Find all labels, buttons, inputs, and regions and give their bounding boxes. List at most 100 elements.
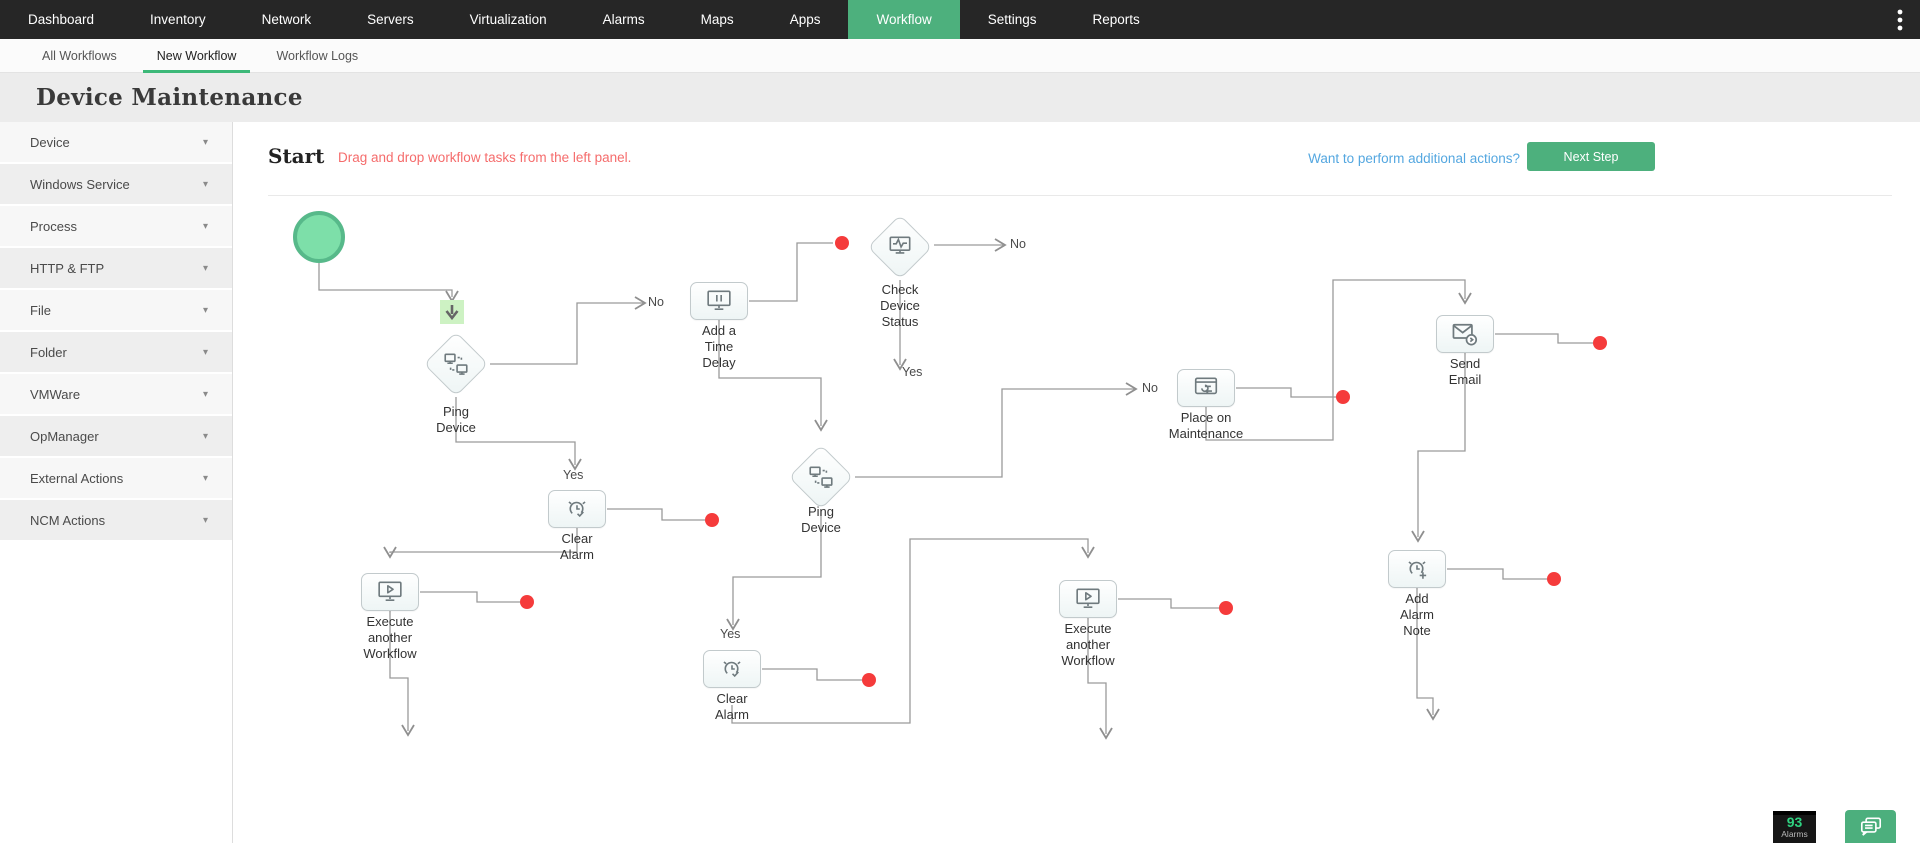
chevron-down-icon[interactable]: ▾ bbox=[202, 472, 208, 484]
title-band: Device Maintenance bbox=[0, 73, 1920, 122]
node-label: Clear Alarm bbox=[715, 691, 749, 722]
sidebar-item-http-ftp[interactable]: HTTP & FTP ▾ bbox=[0, 248, 232, 288]
node-label: Execute another Workflow bbox=[363, 614, 417, 661]
nav-item-reports[interactable]: Reports bbox=[1092, 12, 1140, 27]
device-status-icon bbox=[889, 236, 911, 254]
branch-label-yes: Yes bbox=[902, 365, 923, 379]
top-nav: Dashboard Inventory Network Servers Virt… bbox=[0, 0, 1920, 39]
page-title: Device Maintenance bbox=[36, 84, 303, 111]
nav-item-servers[interactable]: Servers bbox=[367, 12, 414, 27]
chevron-down-icon[interactable]: ▾ bbox=[202, 178, 208, 190]
send-email-icon bbox=[1452, 323, 1478, 346]
sidebar-item-external-actions[interactable]: External Actions ▾ bbox=[0, 458, 232, 498]
drag-drop-hint: Drag and drop workflow tasks from the le… bbox=[338, 150, 632, 165]
chat-icon bbox=[1860, 817, 1881, 836]
nav-item-dashboard[interactable]: Dashboard bbox=[28, 12, 95, 27]
sidebar-item-vmware[interactable]: VMWare ▾ bbox=[0, 374, 232, 414]
alarm-count: 93 bbox=[1786, 814, 1803, 830]
sidebar-item-folder[interactable]: Folder ▾ bbox=[0, 332, 232, 372]
sidebar-item-ncm-actions[interactable]: NCM Actions▾ bbox=[0, 500, 232, 540]
sidebar-item-file[interactable]: File ▾ bbox=[0, 290, 232, 330]
workflow-canvas[interactable]: Start Drag and drop workflow tasks from … bbox=[234, 122, 1920, 843]
node-add-alarm-note[interactable] bbox=[1388, 550, 1446, 588]
sidebar-item-label: Folder bbox=[30, 344, 67, 360]
execute-workflow-icon bbox=[378, 581, 402, 601]
nav-item-inventory[interactable]: Inventory bbox=[150, 12, 206, 27]
chevron-down-icon[interactable]: ▾ bbox=[202, 430, 208, 442]
drop-arrow-icon bbox=[445, 305, 459, 320]
node-ping-device-1[interactable] bbox=[422, 330, 490, 398]
node-label: Execute another Workflow bbox=[1061, 621, 1115, 668]
node-ping-device-2[interactable] bbox=[787, 443, 855, 511]
tab-all-workflows[interactable]: All Workflows bbox=[42, 48, 117, 63]
sidebar-item-label: External Actions bbox=[30, 470, 124, 486]
endpoint-dots[interactable] bbox=[520, 236, 1607, 687]
chevron-down-icon[interactable]: ▾ bbox=[202, 514, 208, 526]
sidebar-item-process[interactable]: Process▾ bbox=[0, 206, 232, 246]
canvas-header: Start Drag and drop workflow tasks from … bbox=[234, 122, 1920, 196]
drop-target-marker bbox=[440, 300, 464, 324]
clear-alarm-icon bbox=[723, 661, 741, 678]
branch-label-no: No bbox=[648, 295, 664, 309]
branch-label-no: No bbox=[1010, 237, 1026, 251]
node-label: Clear Alarm bbox=[560, 531, 594, 562]
node-label: Send Email bbox=[1448, 356, 1482, 387]
node-label: Check Device Status bbox=[880, 282, 920, 329]
nav-item-network[interactable]: Network bbox=[261, 12, 312, 27]
nav-item-apps[interactable]: Apps bbox=[789, 12, 821, 27]
node-place-on-maintenance[interactable] bbox=[1177, 369, 1235, 407]
sidebar-item-label: Windows Service bbox=[30, 176, 130, 192]
chevron-down-icon[interactable]: ▾ bbox=[202, 346, 208, 358]
workflow-tabbar: All Workflows New Workflow Workflow Logs bbox=[0, 39, 1920, 73]
node-label: Ping Device bbox=[436, 404, 476, 435]
sidebar-item-windows-service[interactable]: Windows Service ▾ bbox=[0, 164, 232, 204]
chevron-down-icon[interactable]: ▾ bbox=[202, 304, 208, 316]
sidebar-item-label: VMWare bbox=[30, 386, 81, 402]
maintenance-icon bbox=[1194, 377, 1218, 395]
ping-device-icon bbox=[444, 353, 468, 375]
nav-item-alarms[interactable]: Alarms bbox=[602, 12, 645, 27]
overflow-menu-icon[interactable] bbox=[1888, 0, 1912, 39]
chat-support-button[interactable] bbox=[1845, 810, 1896, 843]
clear-alarm-icon bbox=[568, 501, 586, 518]
chevron-down-icon[interactable]: ▾ bbox=[202, 262, 208, 274]
nav-item-maps[interactable]: Maps bbox=[700, 12, 734, 27]
chevron-down-icon[interactable]: ▾ bbox=[202, 136, 208, 148]
node-check-device-status[interactable] bbox=[866, 213, 934, 281]
sidebar-item-opmanager[interactable]: OpManager ▾ bbox=[0, 416, 232, 456]
next-step-button[interactable]: Next Step bbox=[1527, 142, 1655, 171]
chevron-down-icon[interactable]: ▾ bbox=[202, 388, 208, 400]
node-send-email[interactable] bbox=[1436, 315, 1494, 353]
node-label: Ping Device bbox=[801, 504, 841, 535]
alarm-count-badge[interactable]: 93 Alarms bbox=[1773, 811, 1816, 843]
nav-item-virtualization[interactable]: Virtualization bbox=[469, 12, 547, 27]
node-clear-alarm-1[interactable] bbox=[548, 490, 606, 528]
sidebar-item-label: OpManager bbox=[30, 428, 99, 444]
sidebar-item-label: HTTP & FTP bbox=[30, 260, 105, 276]
tab-new-workflow[interactable]: New Workflow bbox=[137, 39, 257, 73]
start-node[interactable] bbox=[293, 211, 345, 263]
node-execute-workflow-2[interactable] bbox=[1059, 580, 1117, 618]
node-label: Add a Time Delay bbox=[702, 323, 736, 370]
header-divider bbox=[268, 195, 1892, 196]
chevron-down-icon[interactable]: ▾ bbox=[202, 220, 208, 232]
sidebar-item-label: File bbox=[30, 302, 51, 318]
time-delay-icon bbox=[707, 290, 731, 310]
arrowheads bbox=[383, 238, 1472, 740]
node-label: Place on Maintenance bbox=[1168, 410, 1244, 441]
execute-workflow-icon bbox=[1076, 588, 1100, 608]
node-label: Add Alarm Note bbox=[1400, 591, 1434, 638]
node-add-time-delay[interactable] bbox=[690, 282, 748, 320]
branch-label-yes: Yes bbox=[563, 468, 584, 482]
branch-label-no: No bbox=[1142, 381, 1158, 395]
sidebar-item-label: Device bbox=[30, 134, 70, 150]
sidebar-item-device[interactable]: Device ▾ bbox=[0, 122, 232, 162]
tab-workflow-logs[interactable]: Workflow Logs bbox=[276, 48, 359, 63]
node-execute-workflow-1[interactable] bbox=[361, 573, 419, 611]
connector-layer bbox=[318, 236, 1607, 740]
nav-item-workflow[interactable]: Workflow bbox=[848, 0, 960, 39]
ping-device-icon bbox=[809, 466, 833, 488]
nav-item-settings[interactable]: Settings bbox=[987, 12, 1037, 27]
additional-actions-link[interactable]: Want to perform additional actions? bbox=[1308, 151, 1520, 166]
node-clear-alarm-2[interactable] bbox=[703, 650, 761, 688]
